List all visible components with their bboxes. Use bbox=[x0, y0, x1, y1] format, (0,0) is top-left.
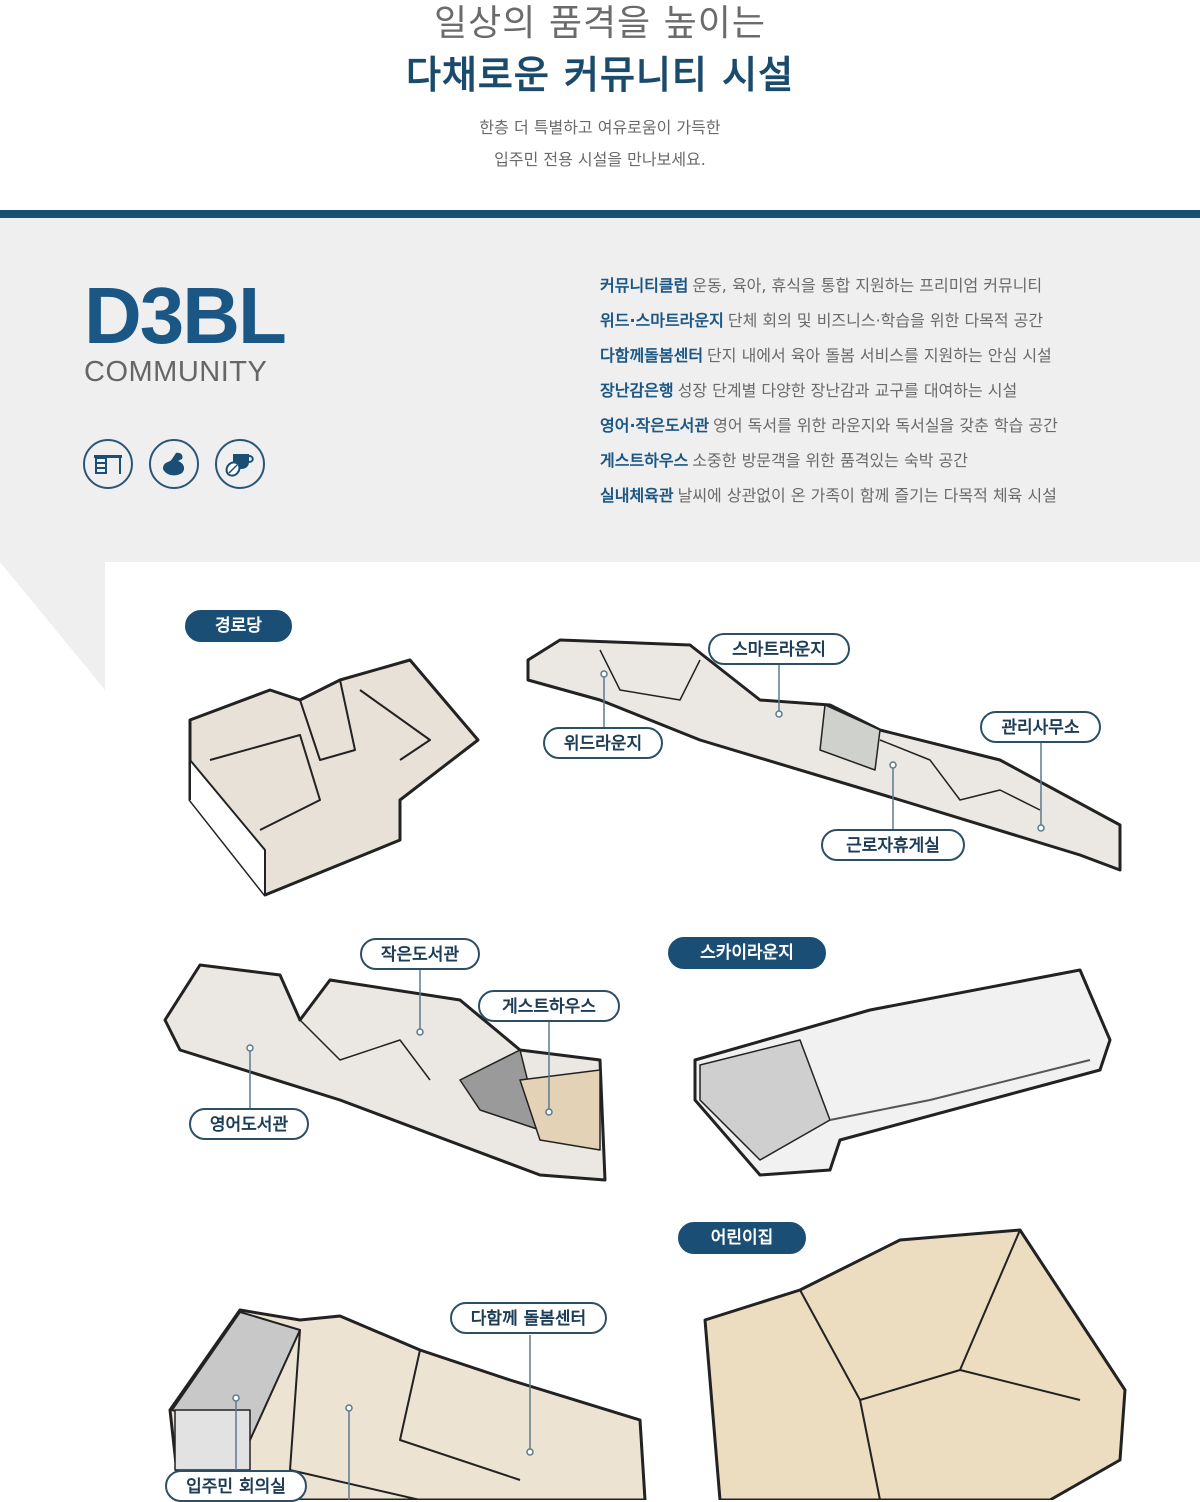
label-worker-lounge: 근로자휴게실 bbox=[821, 829, 965, 861]
label-sky-lounge: 스카이라운지 bbox=[668, 937, 826, 969]
feature-desc: 성장 단계별 다양한 장난감과 교구를 대여하는 시설 bbox=[677, 381, 1018, 400]
brand-title: D3BL bbox=[84, 271, 287, 360]
intro-section: 일상의 품격을 높이는 다채로운 커뮤니티 시설 한층 더 특별하고 여유로움이… bbox=[0, 0, 1200, 212]
feature-desc: 소중한 방문객을 위한 품격있는 숙박 공간 bbox=[692, 451, 968, 470]
feature-name: 위드·스마트라운지 bbox=[600, 311, 724, 330]
subtitle-line1: 한층 더 특별하고 여유로움이 가득한 bbox=[479, 118, 721, 137]
feature-desc: 영어 독서를 위한 라운지와 독서실을 갖춘 학습 공간 bbox=[713, 416, 1058, 435]
feature-desc: 운동, 육아, 휴식을 통합 지원하는 프리미엄 커뮤니티 bbox=[692, 276, 1043, 295]
desk-icon bbox=[83, 439, 133, 489]
label-meeting-room: 입주민 회의실 bbox=[165, 1470, 307, 1502]
corner-fold bbox=[0, 562, 105, 690]
feature-name: 장난감은행 bbox=[600, 381, 674, 400]
label-senior-center: 경로당 bbox=[185, 610, 292, 642]
label-care-center: 다함께 돌봄센터 bbox=[450, 1302, 607, 1334]
cafe-cup-icon bbox=[215, 439, 265, 489]
facility-icons bbox=[83, 439, 265, 489]
label-management-office: 관리사무소 bbox=[980, 711, 1101, 743]
floor-plans bbox=[0, 562, 1127, 1500]
feature-name: 다함께돌봄센터 bbox=[600, 346, 704, 365]
fitness-arm-icon bbox=[149, 439, 199, 489]
label-small-library: 작은도서관 bbox=[360, 938, 480, 970]
subtitle-line2: 입주민 전용 시설을 만나보세요. bbox=[494, 150, 706, 169]
feature-desc: 단체 회의 및 비즈니스·학습을 위한 다목적 공간 bbox=[727, 311, 1044, 330]
feature-desc: 단지 내에서 육아 돌봄 서비스를 지원하는 안심 시설 bbox=[707, 346, 1052, 365]
label-with-lounge: 위드라운지 bbox=[543, 727, 663, 759]
label-daycare: 어린이집 bbox=[678, 1222, 806, 1254]
brand-subtitle: COMMUNITY bbox=[84, 356, 268, 388]
divider-band bbox=[0, 210, 1200, 218]
feature-name: 영어·작은도서관 bbox=[600, 416, 710, 435]
feature-name: 게스트하우스 bbox=[600, 451, 689, 470]
label-smart-lounge: 스마트라운지 bbox=[708, 633, 850, 665]
feature-name: 실내체육관 bbox=[600, 486, 674, 505]
label-guest-house: 게스트하우스 bbox=[478, 990, 620, 1022]
community-summary bbox=[0, 218, 1200, 562]
headline-line2: 다채로운 커뮤니티 시설 bbox=[405, 53, 795, 97]
plan-daycare bbox=[703, 1228, 1127, 1500]
label-english-library: 영어도서관 bbox=[189, 1108, 309, 1140]
plan-senior-center bbox=[188, 658, 480, 897]
feature-desc: 날씨에 상관없이 온 가족이 함께 즐기는 다목적 체육 시설 bbox=[677, 486, 1057, 505]
feature-name: 커뮤니티클럽 bbox=[600, 276, 689, 295]
plan-lounge-strip bbox=[526, 638, 1122, 872]
headline-line1: 일상의 품격을 높이는 bbox=[434, 3, 766, 44]
